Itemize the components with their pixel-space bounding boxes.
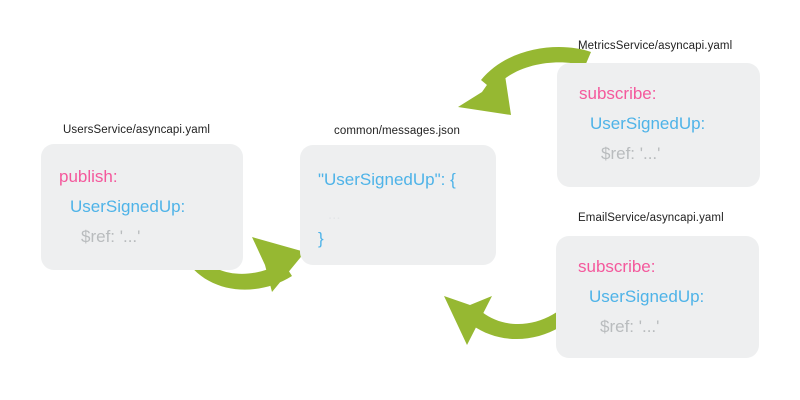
users-service-ref: $ref: '...' bbox=[81, 227, 141, 246]
file-label-users-service: UsersService/asyncapi.yaml bbox=[63, 124, 211, 136]
users-service-operation: publish: bbox=[59, 167, 118, 186]
file-label-email-service: EmailService/asyncapi.yaml bbox=[578, 212, 724, 224]
common-messages-ellipsis: ... bbox=[328, 206, 341, 223]
email-service-operation: subscribe: bbox=[578, 257, 656, 276]
metrics-service-ref: $ref: '...' bbox=[601, 144, 661, 163]
email-service-ref: $ref: '...' bbox=[600, 317, 660, 336]
common-messages-closing-brace: } bbox=[318, 229, 324, 248]
file-label-metrics-service: MetricsService/asyncapi.yaml bbox=[578, 40, 733, 52]
common-messages-key: "UserSignedUp": { bbox=[318, 170, 456, 189]
metrics-service-message-name: UserSignedUp: bbox=[590, 114, 706, 133]
card-email-service[interactable]: subscribe: UserSignedUp: $ref: '...' bbox=[556, 236, 759, 358]
metrics-service-operation: subscribe: bbox=[579, 84, 657, 103]
card-common-messages[interactable]: "UserSignedUp": { ... } bbox=[300, 145, 496, 265]
card-users-service[interactable]: publish: UserSignedUp: $ref: '...' bbox=[41, 144, 243, 270]
card-metrics-service[interactable]: subscribe: UserSignedUp: $ref: '...' bbox=[557, 63, 760, 187]
email-service-message-name: UserSignedUp: bbox=[589, 287, 705, 306]
file-label-common-messages: common/messages.json bbox=[334, 125, 460, 137]
users-service-message-name: UserSignedUp: bbox=[70, 197, 186, 216]
